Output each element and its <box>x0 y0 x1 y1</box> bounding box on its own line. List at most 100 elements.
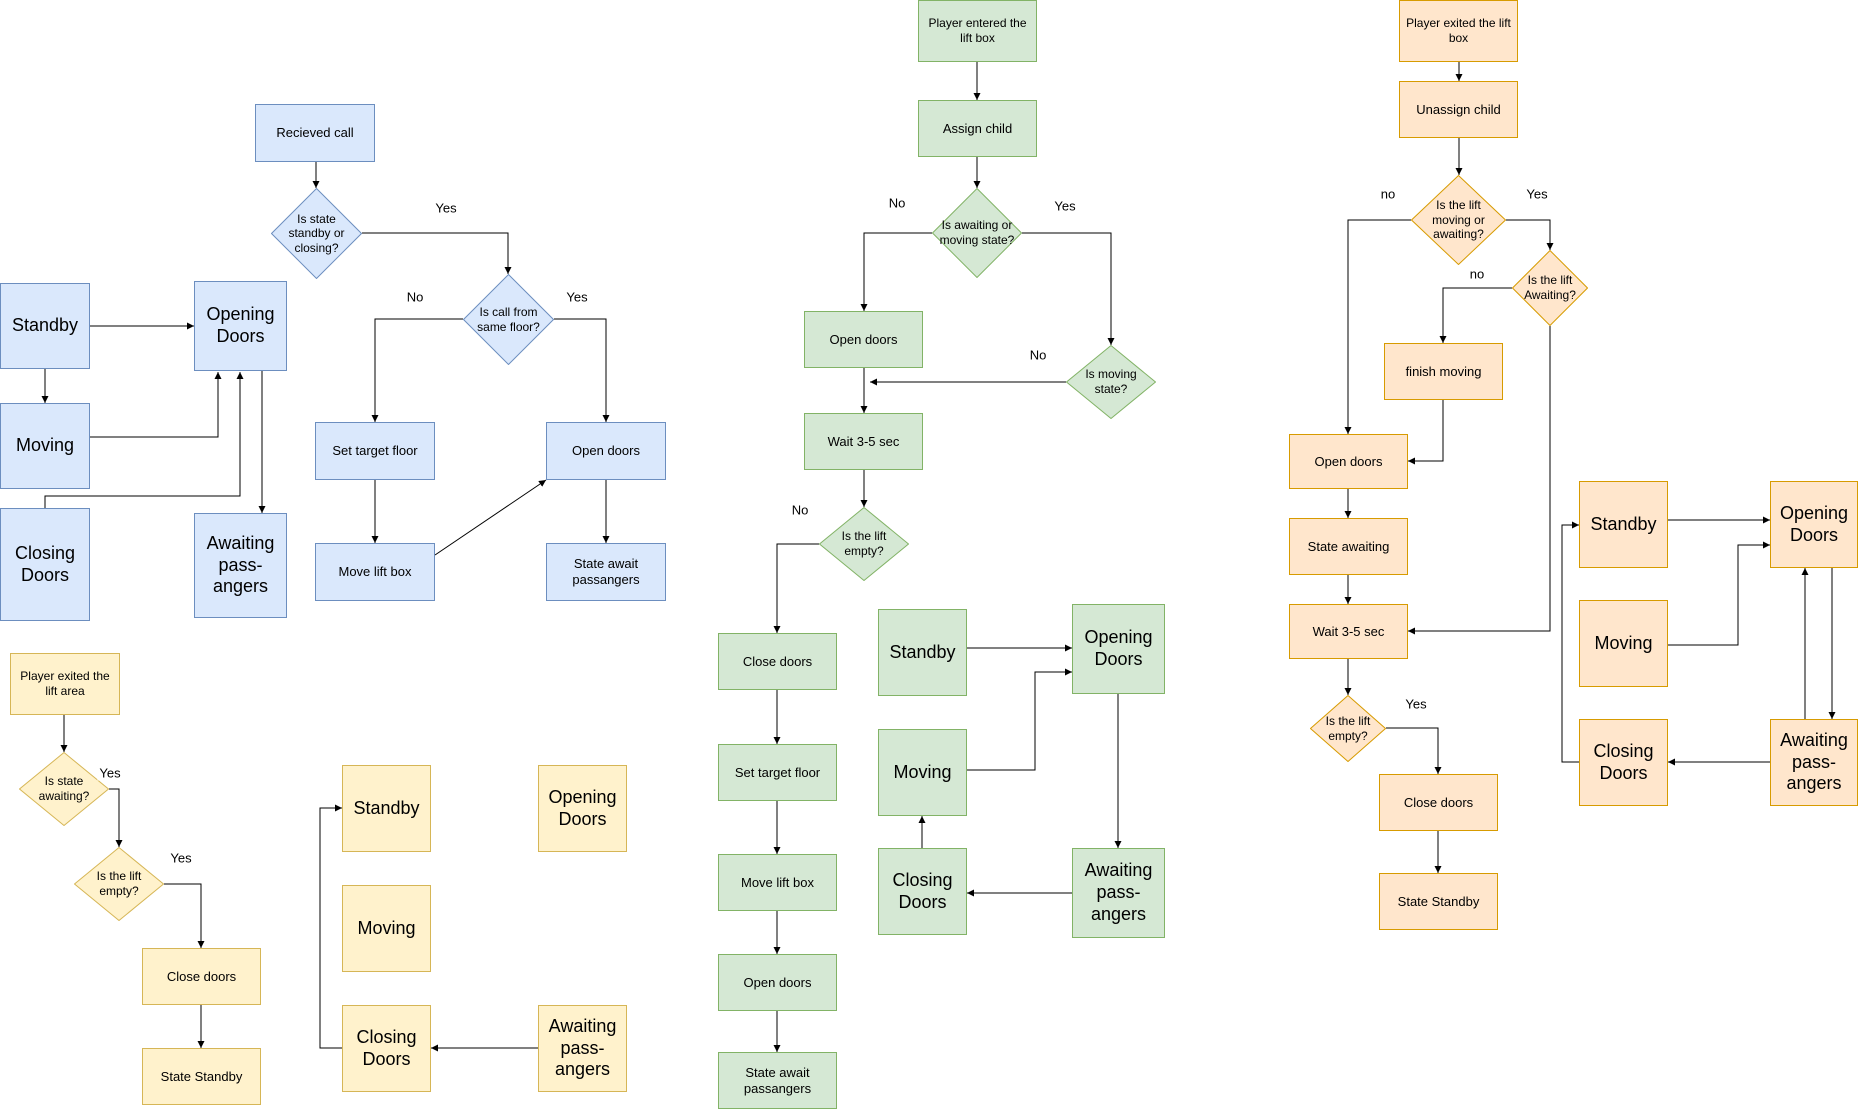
node-green-state-await-passangers[interactable]: State await passangers <box>718 1052 837 1109</box>
node-orange-unassign-child[interactable]: Unassign child <box>1399 81 1518 138</box>
node-orange-state-awaiting[interactable]: State awaiting <box>1289 518 1408 575</box>
node-orange-finish-moving[interactable]: finish moving <box>1384 343 1503 400</box>
node-orange-is-the-lift-moving-or-awaiting[interactable]: Is the lift moving or awaiting? <box>1411 175 1506 265</box>
node-label: Player exited the lift area <box>20 669 110 698</box>
node-label: Standby <box>11 315 79 336</box>
node-green-is-moving-state[interactable]: Is moving state? <box>1066 345 1156 419</box>
edge-blue-is-call-from-same-floor-to-blue-open-doors <box>554 318 610 422</box>
node-label: Moving <box>357 917 416 938</box>
node-label: State Standby <box>1397 893 1480 909</box>
node-green-open-doors[interactable]: Open doors <box>804 311 923 368</box>
node-yellow-standby[interactable]: Standby <box>342 765 431 852</box>
node-blue-set-target-floor[interactable]: Set target floor <box>315 422 435 480</box>
node-label: Standby <box>353 797 420 818</box>
node-green-close-doors[interactable]: Close doors <box>718 633 837 690</box>
node-yellow-player-exited-lift-area[interactable]: Player exited the lift area <box>10 653 120 715</box>
node-orange-close-doors[interactable]: Close doors <box>1379 774 1498 831</box>
node-yellow-closing-doors[interactable]: Closing Doors <box>342 1005 431 1092</box>
node-label: Is awaiting or moving state? <box>939 218 1015 247</box>
edge-blue-move-lift-box-to-blue-open-doors <box>434 479 547 556</box>
node-green-assign-child[interactable]: Assign child <box>918 100 1037 157</box>
node-orange-is-the-lift-awaiting[interactable]: Is the lift Awaiting? <box>1512 250 1588 326</box>
node-green-closing-doors[interactable]: Closing Doors <box>878 848 967 935</box>
node-green-move-lift-box[interactable]: Move lift box <box>718 854 837 911</box>
node-yellow-close-doors[interactable]: Close doors <box>142 948 261 1005</box>
node-label: Moving <box>1594 632 1653 653</box>
node-orange-moving[interactable]: Moving <box>1579 600 1668 687</box>
node-green-player-entered-lift-box[interactable]: Player entered the lift box <box>918 0 1037 62</box>
node-label: Open doors <box>743 974 812 990</box>
node-green-set-target-floor[interactable]: Set target floor <box>718 744 837 801</box>
node-label: Is the lift empty? <box>1325 713 1371 743</box>
edge-label: No <box>886 195 908 211</box>
node-label: Is state awaiting? <box>38 774 90 803</box>
node-blue-state-await-passangers[interactable]: State await passangers <box>546 543 666 601</box>
node-orange-closing-doors[interactable]: Closing Doors <box>1579 719 1668 806</box>
node-orange-standby[interactable]: Standby <box>1579 481 1668 568</box>
node-label: Awaiting pass-angers <box>1780 729 1848 794</box>
node-green-opening-doors[interactable]: Opening Doors <box>1072 604 1165 694</box>
node-blue-is-call-from-same-floor[interactable]: Is call from same floor? <box>463 274 554 365</box>
node-green-is-awaiting-or-moving-state[interactable]: Is awaiting or moving state? <box>932 188 1022 278</box>
node-blue-move-lift-box[interactable]: Move lift box <box>315 543 435 601</box>
node-green-wait-3-5-sec[interactable]: Wait 3-5 sec <box>804 413 923 470</box>
node-orange-opening-doors[interactable]: Opening Doors <box>1770 481 1858 568</box>
edge-label: Yes <box>168 850 194 866</box>
node-blue-is-state-standby-or-closing[interactable]: Is state standby or closing? <box>271 188 362 279</box>
node-label: Closing Doors <box>892 869 953 912</box>
node-label: Wait 3-5 sec <box>827 433 900 449</box>
edge-blue-is-state-standby-or-closing-to-blue-is-call-from-same-floor <box>362 232 512 274</box>
node-orange-is-the-lift-empty[interactable]: Is the lift empty? <box>1310 695 1386 762</box>
node-blue-opening-doors[interactable]: Opening Doors <box>194 281 287 371</box>
node-yellow-moving[interactable]: Moving <box>342 885 431 972</box>
edge-orange-closing-doors-to-orange-standby <box>1561 521 1579 763</box>
node-label: Is the lift empty? <box>96 869 142 898</box>
node-blue-closing-doors[interactable]: Closing Doors <box>0 508 90 621</box>
node-label: Closing Doors <box>14 542 76 585</box>
node-orange-wait-3-5-sec[interactable]: Wait 3-5 sec <box>1289 604 1408 659</box>
edge-orange-is-the-lift-awaiting-to-orange-finish-moving <box>1439 287 1512 343</box>
node-blue-standby[interactable]: Standby <box>0 283 90 369</box>
node-orange-player-exited-lift-box[interactable]: Player exited the lift box <box>1399 0 1518 62</box>
node-blue-awaiting-passangers[interactable]: Awaiting pass-angers <box>194 513 287 618</box>
node-orange-open-doors[interactable]: Open doors <box>1289 434 1408 489</box>
diamond-shape <box>19 752 109 826</box>
edge-label: No <box>1027 347 1049 363</box>
node-label: Open doors <box>1314 453 1383 469</box>
node-yellow-awaiting-passangers[interactable]: Awaiting pass-angers <box>538 1005 627 1092</box>
node-label: Closing Doors <box>1593 740 1654 783</box>
node-green-open-doors-2[interactable]: Open doors <box>718 954 837 1011</box>
node-blue-open-doors[interactable]: Open doors <box>546 422 666 480</box>
diamond-shape <box>463 274 554 365</box>
node-green-standby[interactable]: Standby <box>878 609 967 696</box>
node-green-moving[interactable]: Moving <box>878 729 967 816</box>
edge-green-is-awaiting-or-moving-state-to-green-open-doors <box>860 232 932 311</box>
node-label: Standby <box>889 641 956 662</box>
edge-yellow-is-the-lift-empty-to-yellow-close-doors <box>164 883 205 948</box>
node-yellow-state-standby[interactable]: State Standby <box>142 1048 261 1105</box>
node-blue-moving[interactable]: Moving <box>0 403 90 489</box>
node-label: Player exited the lift box <box>1406 16 1511 45</box>
node-green-awaiting-passangers[interactable]: Awaiting pass-angers <box>1072 848 1165 938</box>
node-orange-state-standby[interactable]: State Standby <box>1379 873 1498 930</box>
edge-orange-is-the-lift-awaiting-to-orange-wait-3-5-sec <box>1408 326 1551 635</box>
edge-label: Yes <box>1524 186 1550 202</box>
edge-green-is-awaiting-or-moving-state-to-green-is-moving-state <box>1022 232 1115 345</box>
node-yellow-is-state-awaiting[interactable]: Is state awaiting? <box>19 752 109 826</box>
node-label: Is state standby or closing? <box>288 211 345 255</box>
node-label: Set target floor <box>734 764 821 780</box>
node-label: Is the lift empty? <box>841 529 887 558</box>
node-blue-recieved-call[interactable]: Recieved call <box>255 104 375 162</box>
node-yellow-opening-doors[interactable]: Opening Doors <box>538 765 627 852</box>
diamond-shape <box>1512 250 1588 326</box>
node-label: Is the lift Awaiting? <box>1524 273 1576 302</box>
node-green-is-the-lift-empty[interactable]: Is the lift empty? <box>819 507 909 581</box>
edge-orange-is-the-lift-moving-or-awaiting-to-orange-is-the-lift-awaiting <box>1506 219 1554 250</box>
node-orange-awaiting-passangers[interactable]: Awaiting pass-angers <box>1770 719 1858 806</box>
node-label: Is call from same floor? <box>477 304 540 334</box>
node-label: State Standby <box>160 1068 243 1084</box>
node-yellow-is-the-lift-empty[interactable]: Is the lift empty? <box>74 847 164 921</box>
